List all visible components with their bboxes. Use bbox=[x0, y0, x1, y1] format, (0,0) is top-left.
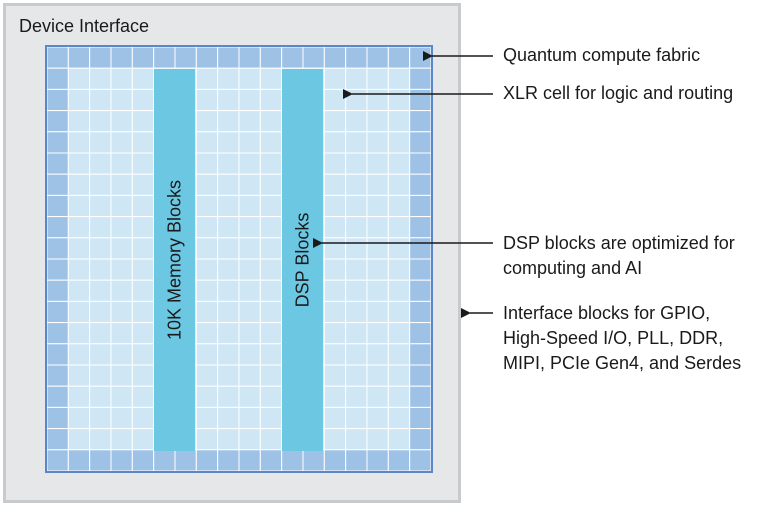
annotation-xlr-text: XLR cell for logic and routing bbox=[503, 83, 734, 103]
annotation-fabric: Quantum compute fabric bbox=[503, 43, 700, 68]
dsp-blocks-column: DSP Blocks bbox=[282, 69, 323, 451]
annotation-interface-line-2: High-Speed I/O, PLL, DDR, bbox=[503, 328, 724, 348]
annotation-dsp-line-2: computing and AI bbox=[503, 258, 643, 278]
annotation-dsp-line-1: DSP blocks are optimized for bbox=[503, 233, 735, 253]
annotation-fabric-text: Quantum compute fabric bbox=[503, 45, 701, 65]
device-interface-box: Device Interface 10K Memory Blocks DSP B… bbox=[3, 3, 461, 503]
device-interface-title: Device Interface bbox=[19, 16, 150, 36]
annotation-interface-line-3: MIPI, PCIe Gen4, and Serdes bbox=[503, 353, 742, 373]
annotation-xlr: XLR cell for logic and routing bbox=[503, 81, 733, 106]
annotation-dsp: DSP blocks are optimized for computing a… bbox=[503, 231, 735, 281]
memory-blocks-column: 10K Memory Blocks bbox=[154, 69, 195, 451]
annotation-interface: Interface blocks for GPIO, High-Speed I/… bbox=[503, 301, 741, 376]
annotation-interface-line-1: Interface blocks for GPIO, bbox=[503, 303, 711, 323]
compute-fabric: 10K Memory Blocks DSP Blocks bbox=[45, 45, 433, 473]
